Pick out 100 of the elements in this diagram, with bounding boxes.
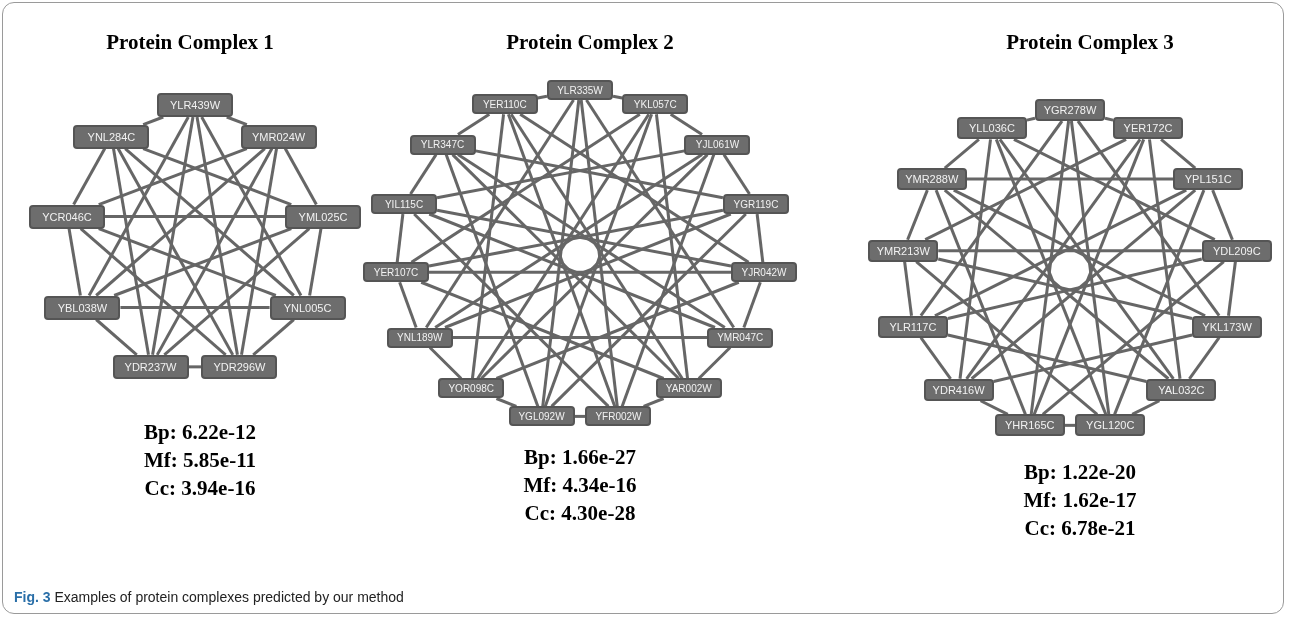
edge-line bbox=[124, 147, 295, 297]
edge-line bbox=[457, 153, 726, 329]
edge-line bbox=[457, 113, 491, 136]
edge-line bbox=[395, 213, 405, 263]
figure-caption: Fig. 3 Examples of protein complexes predicted by our method bbox=[14, 589, 404, 605]
edge-line bbox=[755, 213, 765, 263]
protein-node: YDR416W bbox=[923, 378, 994, 401]
edge-line bbox=[480, 153, 709, 380]
edge-line bbox=[95, 147, 266, 297]
edge-line bbox=[283, 147, 318, 206]
edge-line bbox=[151, 116, 195, 356]
protein-node: YDR237W bbox=[112, 354, 189, 379]
edge-line bbox=[113, 227, 292, 297]
edge-line bbox=[495, 280, 740, 380]
edge-line bbox=[1076, 120, 1221, 317]
protein-node: YJL061W bbox=[684, 134, 751, 155]
edge-line bbox=[79, 227, 227, 356]
edge-line bbox=[1188, 336, 1221, 380]
p-value-text: Mf: 5.85e-11 bbox=[144, 448, 256, 473]
edge-line bbox=[67, 228, 82, 296]
edge-line bbox=[1113, 189, 1206, 415]
protein-node: YMR024W bbox=[240, 124, 317, 149]
edge-line bbox=[163, 227, 311, 356]
protein-node: YKL173W bbox=[1192, 315, 1263, 338]
protein-node: YKL057C bbox=[622, 94, 689, 115]
edge-line bbox=[919, 120, 1064, 317]
edge-line bbox=[519, 113, 750, 264]
edge-line bbox=[906, 189, 929, 241]
protein-node: YMR288W bbox=[896, 168, 967, 191]
edge-line bbox=[398, 281, 418, 328]
protein-node: YHR165C bbox=[994, 414, 1065, 437]
protein-node: YGL092W bbox=[508, 406, 575, 427]
edge-line bbox=[742, 281, 762, 328]
edge-line bbox=[1041, 260, 1225, 416]
edge-line bbox=[420, 280, 665, 380]
edge-line bbox=[475, 149, 724, 200]
edge-line bbox=[994, 138, 1108, 415]
edge-line bbox=[428, 346, 463, 380]
edge-line bbox=[1227, 261, 1237, 316]
edge-line bbox=[998, 138, 1175, 380]
edge-line bbox=[966, 177, 1174, 181]
edge-line bbox=[1160, 138, 1197, 170]
edge-line bbox=[934, 189, 1027, 415]
edge-line bbox=[409, 153, 438, 195]
protein-node: YDL209C bbox=[1201, 239, 1272, 262]
edge-line bbox=[434, 153, 703, 329]
edge-line bbox=[444, 154, 540, 407]
protein-node: YDR296W bbox=[201, 354, 278, 379]
edge-line bbox=[943, 138, 980, 170]
edge-line bbox=[1029, 120, 1071, 415]
protein-node: YNL284C bbox=[73, 124, 150, 149]
protein-node: YNL189W bbox=[386, 327, 453, 348]
edge-line bbox=[541, 99, 581, 407]
edge-line bbox=[413, 212, 610, 408]
protein-node: YGL120C bbox=[1075, 414, 1146, 437]
protein-node: YML025C bbox=[285, 204, 361, 229]
edge-line bbox=[188, 365, 202, 369]
edge-line bbox=[979, 399, 1009, 416]
edge-line bbox=[98, 147, 248, 206]
p-value-text: Cc: 3.94e-16 bbox=[144, 476, 256, 501]
edge-line bbox=[915, 260, 1099, 416]
panel-title: Protein Complex 3 bbox=[1006, 30, 1174, 55]
protein-node: YPL151C bbox=[1173, 168, 1244, 191]
p-value-text: Bp: 6.22e-12 bbox=[144, 420, 256, 445]
edge-line bbox=[72, 147, 107, 206]
protein-node: YAR002W bbox=[655, 378, 722, 399]
edge-line bbox=[1026, 116, 1036, 122]
protein-node: YBL038W bbox=[44, 295, 121, 320]
edge-line bbox=[142, 115, 164, 126]
edge-line bbox=[98, 227, 277, 297]
protein-node: YMR213W bbox=[868, 239, 939, 262]
protein-node: YFR002W bbox=[585, 406, 652, 427]
edge-line bbox=[1131, 399, 1161, 416]
protein-node: YNL005C bbox=[269, 295, 346, 320]
edge-line bbox=[410, 113, 641, 264]
edge-line bbox=[612, 94, 623, 100]
edge-line bbox=[451, 153, 680, 380]
edge-line bbox=[425, 99, 575, 329]
edge-line bbox=[252, 318, 295, 356]
edge-line bbox=[195, 116, 239, 356]
protein-node: YLL036C bbox=[956, 117, 1027, 140]
edge-line bbox=[643, 397, 665, 408]
edge-line bbox=[669, 113, 703, 136]
p-value-text: Cc: 6.78e-21 bbox=[1024, 516, 1136, 541]
protein-node: YLR439W bbox=[157, 93, 233, 117]
edge-line bbox=[104, 215, 285, 219]
edge-line bbox=[308, 228, 323, 296]
edge-line bbox=[537, 94, 548, 100]
p-value-text: Mf: 1.62e-17 bbox=[1023, 488, 1137, 513]
protein-node: YOR098C bbox=[438, 378, 505, 399]
edge-line bbox=[943, 188, 1170, 380]
edge-line bbox=[120, 306, 270, 309]
edge-line bbox=[620, 154, 716, 407]
protein-node: YAL032C bbox=[1146, 378, 1217, 401]
edge-line bbox=[654, 114, 690, 379]
edge-line bbox=[574, 414, 586, 418]
edge-line bbox=[1064, 423, 1076, 427]
protein-node: YLR347C bbox=[409, 134, 476, 155]
edge-line bbox=[1069, 120, 1111, 415]
edge-line bbox=[585, 99, 735, 329]
